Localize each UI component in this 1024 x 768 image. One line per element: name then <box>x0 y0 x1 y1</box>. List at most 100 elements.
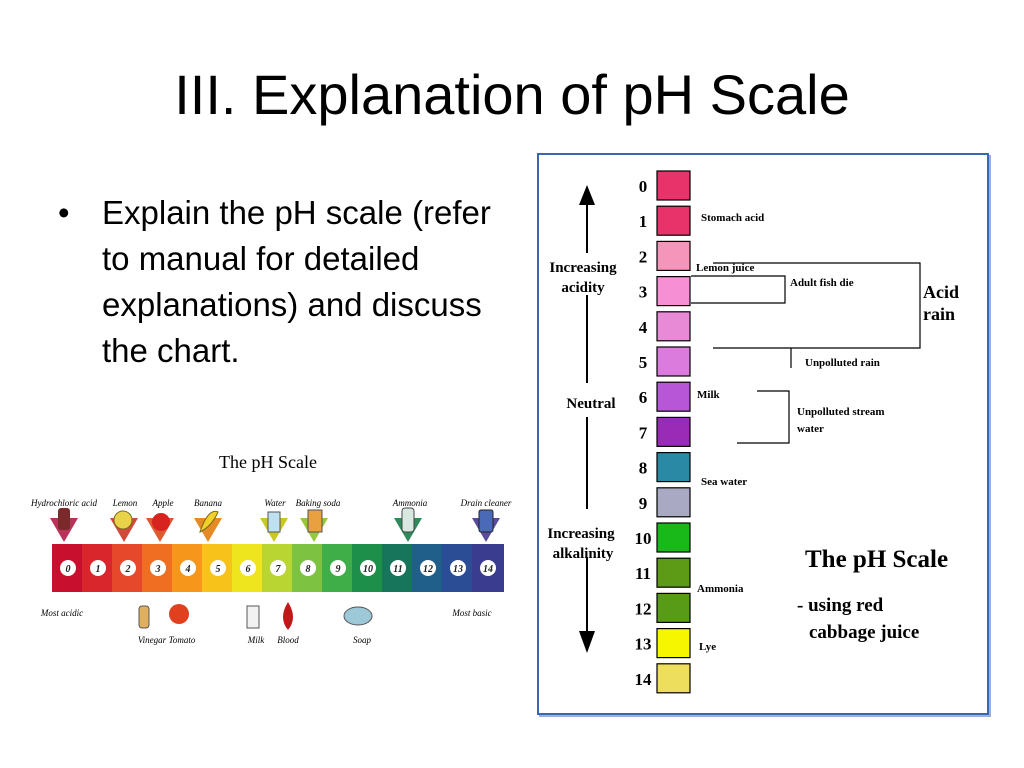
cabbage-ph-number: 5 <box>639 353 648 372</box>
ph-band-number: 13 <box>453 564 463 575</box>
label-most-acidic: Most acidic <box>40 608 83 618</box>
ph-circle-14 <box>480 560 496 576</box>
cabbage-swatch-8 <box>656 452 691 483</box>
item-unpolluted-rain: Unpolluted rain <box>805 357 880 369</box>
drain-cleaner-icon <box>478 509 494 533</box>
axis-label-acidity: acidity <box>561 280 605 296</box>
ph-circle-10 <box>360 560 376 576</box>
ph-band-number: 14 <box>483 564 493 575</box>
ph-band-number: 7 <box>276 564 282 575</box>
cabbage-ph-number: 4 <box>639 318 648 337</box>
ph-circle-4 <box>180 560 196 576</box>
item-stomach-acid: Stomach acid <box>701 212 764 224</box>
label-tomato: Tomato <box>169 635 196 645</box>
ph-circle-11 <box>390 560 406 576</box>
ammonia-bottle-icon <box>401 507 415 533</box>
arrow-down-icon <box>579 631 595 653</box>
cabbage-ph-number: 0 <box>639 177 648 196</box>
ph-circle-5 <box>210 560 226 576</box>
cabbage-swatch-1 <box>656 205 691 236</box>
cabbage-ph-number: 12 <box>635 599 652 618</box>
slide-title: III. Explanation of pH Scale <box>174 63 850 126</box>
cabbage-swatch-6 <box>656 381 691 412</box>
cabbage-swatch-3 <box>656 275 691 307</box>
axis-label-increasing-2: Increasing <box>547 526 615 542</box>
ph-circle-2 <box>120 560 136 576</box>
apple-icon <box>152 513 170 531</box>
cabbage-swatch-4 <box>656 311 691 342</box>
label-vinegar: Vinegar <box>138 635 167 645</box>
cabbage-swatch-14 <box>656 663 691 694</box>
rain-label-word: rain <box>923 304 955 324</box>
label-lemon: Lemon <box>112 498 138 508</box>
label-banana: Banana <box>194 498 222 508</box>
ph-circle-0 <box>60 560 76 576</box>
cabbage-swatch-11 <box>656 557 691 588</box>
ph-band-number: 8 <box>306 564 311 575</box>
cabbage-ph-number: 11 <box>635 564 651 583</box>
ph-scale-illustration: The pH Scale Hydrochloric acid Lemon App… <box>30 452 512 645</box>
cabbage-swatch-13 <box>656 628 691 659</box>
cabbage-ph-number: 10 <box>635 529 652 548</box>
cabbage-swatch-2 <box>656 240 691 272</box>
right-chart-subtitle-1: - using red <box>797 595 884 616</box>
cabbage-ph-number: 9 <box>639 494 648 513</box>
cabbage-ph-number: 8 <box>639 459 648 478</box>
label-blood: Blood <box>277 635 299 645</box>
ph-circle-7 <box>270 560 286 576</box>
right-chart-title: The pH Scale <box>805 546 948 573</box>
cabbage-ph-number: 3 <box>639 283 648 302</box>
right-chart-subtitle-2: cabbage juice <box>809 622 919 643</box>
ph-circle-13 <box>450 560 466 576</box>
ph-band-number: 4 <box>185 564 191 575</box>
cabbage-ph-number: 7 <box>639 423 648 442</box>
cabbage-ph-number: 1 <box>639 212 648 231</box>
label-apple: Apple <box>152 498 174 508</box>
lemon-icon <box>113 510 133 530</box>
bracket-acid-rain <box>713 262 921 349</box>
ph-band-number: 5 <box>216 564 221 575</box>
ph-band-number: 11 <box>393 564 402 575</box>
banana-icon <box>199 510 219 533</box>
item-lemon-juice: Lemon juice <box>696 262 754 274</box>
label-most-basic: Most basic <box>451 608 491 618</box>
bullet-item: • Explain the pH scale (refer to manual … <box>58 190 508 374</box>
bracket-adult-fish-die <box>691 275 786 304</box>
cabbage-swatch-0 <box>656 170 691 201</box>
bullet-list: • Explain the pH scale (refer to manual … <box>58 190 508 374</box>
axis-label-neutral: Neutral <box>566 396 615 412</box>
item-lye: Lye <box>699 641 716 653</box>
cabbage-ph-chart: Increasing acidity Neutral Increasing al… <box>547 170 959 694</box>
cabbage-chart-frame <box>537 153 989 715</box>
ph-circle-12 <box>420 560 436 576</box>
item-milk: Milk <box>697 389 720 401</box>
ph-circle-6 <box>240 560 256 576</box>
cabbage-ph-number: 6 <box>639 388 648 407</box>
arrow-up-icon <box>579 185 595 205</box>
tomato-icon <box>169 604 189 624</box>
ph-band-number: 1 <box>96 564 101 575</box>
item-stream-water: water <box>797 423 824 435</box>
label-hydrochloric-acid: Hydrochloric acid <box>30 498 97 508</box>
ph-circle-3 <box>150 560 166 576</box>
ph-band-number: 6 <box>246 564 251 575</box>
item-ammonia: Ammonia <box>697 583 744 595</box>
cabbage-ph-number: 14 <box>635 670 653 689</box>
cabbage-swatch-7 <box>656 416 691 447</box>
ph-circle-8 <box>300 560 316 576</box>
ph-circle-1 <box>90 560 106 576</box>
item-adult-fish-die: Adult fish die <box>790 277 854 289</box>
pointer-banana-icon <box>194 518 222 542</box>
soap-icon <box>343 606 373 626</box>
cabbage-swatch-5 <box>656 346 691 377</box>
item-sea-water: Sea water <box>701 476 747 488</box>
cabbage-swatch-10 <box>656 522 691 553</box>
label-baking-soda: Baking soda <box>296 498 341 508</box>
axis-label-increasing: Increasing <box>549 260 617 276</box>
water-glass-icon <box>267 511 281 533</box>
ph-band-number: 2 <box>125 564 131 575</box>
label-soap: Soap <box>353 635 372 645</box>
left-chart-title: The pH Scale <box>219 452 317 472</box>
label-ammonia: Ammonia <box>392 498 428 508</box>
ph-circle-9 <box>330 560 346 576</box>
